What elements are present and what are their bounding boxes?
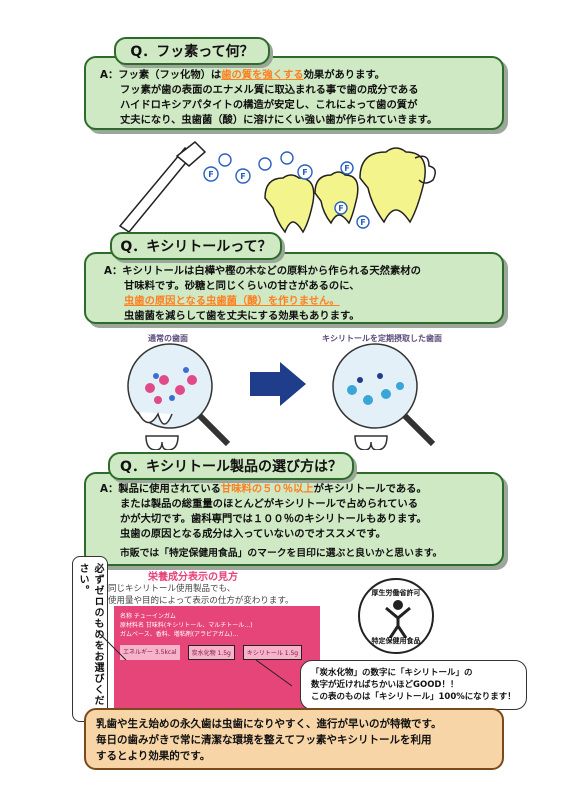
fluoride-teeth-illustration: F F F F F F <box>118 141 436 234</box>
tokuho-seal: 厚生労働省許可 特定保健用食品 <box>358 578 434 654</box>
q1-answer: A：フッ素（フッ化物）は歯の質を強くする効果があります。 フッ素が歯の表面のエナ… <box>100 69 438 126</box>
q3-answer: A：製品に使用されている甘味料の５０％以上がキシリトールである。 または製品の総… <box>100 483 443 559</box>
choose-zero-note: 必ずゼロのものをお選びください。 <box>72 556 108 722</box>
svg-text:F: F <box>302 168 307 177</box>
nutrition-label-image: 名称 チューインガム 原材料名 甘味料(キシリトール、マルチトール…) ガムベー… <box>114 606 320 710</box>
q2-title: Q．キシリトールって？ <box>110 232 282 260</box>
q1-title: Q．フッ素って何？ <box>114 37 270 65</box>
person-icon <box>385 600 411 638</box>
label-section-sub2: 使用量や目的によって表示の仕方が変わります。 <box>108 596 294 606</box>
svg-text:F: F <box>338 204 343 213</box>
q2-answer: A：キシリトールは白樺や樫の木などの原料から作られる天然素材の 甘味料です。砂糖… <box>104 265 421 322</box>
svg-text:F: F <box>208 170 213 179</box>
tooth-comparison-illustration <box>127 343 436 450</box>
svg-text:F: F <box>360 218 365 227</box>
carb-comparison-note: 「炭水化物」の数字に「キシリトール」の 数字が近ければちかいほどGOOD！！ こ… <box>300 660 527 710</box>
xylitol-tooth-caption: キシリトールを定期摂取した歯面 <box>322 334 442 343</box>
q2-answer-box <box>84 252 504 324</box>
normal-tooth-caption: 通常の歯面 <box>148 334 188 343</box>
q1-answer-box <box>84 56 504 130</box>
q3-title: Q．キシリトール製品の選び方は？ <box>108 452 354 480</box>
footer-box: 乳歯や生え始めの永久歯は虫歯になりやすく、進行が早いのが特徴です。 毎日の歯みが… <box>84 708 504 770</box>
svg-text:F: F <box>240 172 245 181</box>
callout-lines <box>96 629 293 687</box>
svg-text:F: F <box>344 164 349 173</box>
label-section-title: 栄養成分表示の見方 <box>148 572 238 583</box>
label-section-sub1: 同じキシリトール使用製品でも、 <box>108 584 236 594</box>
